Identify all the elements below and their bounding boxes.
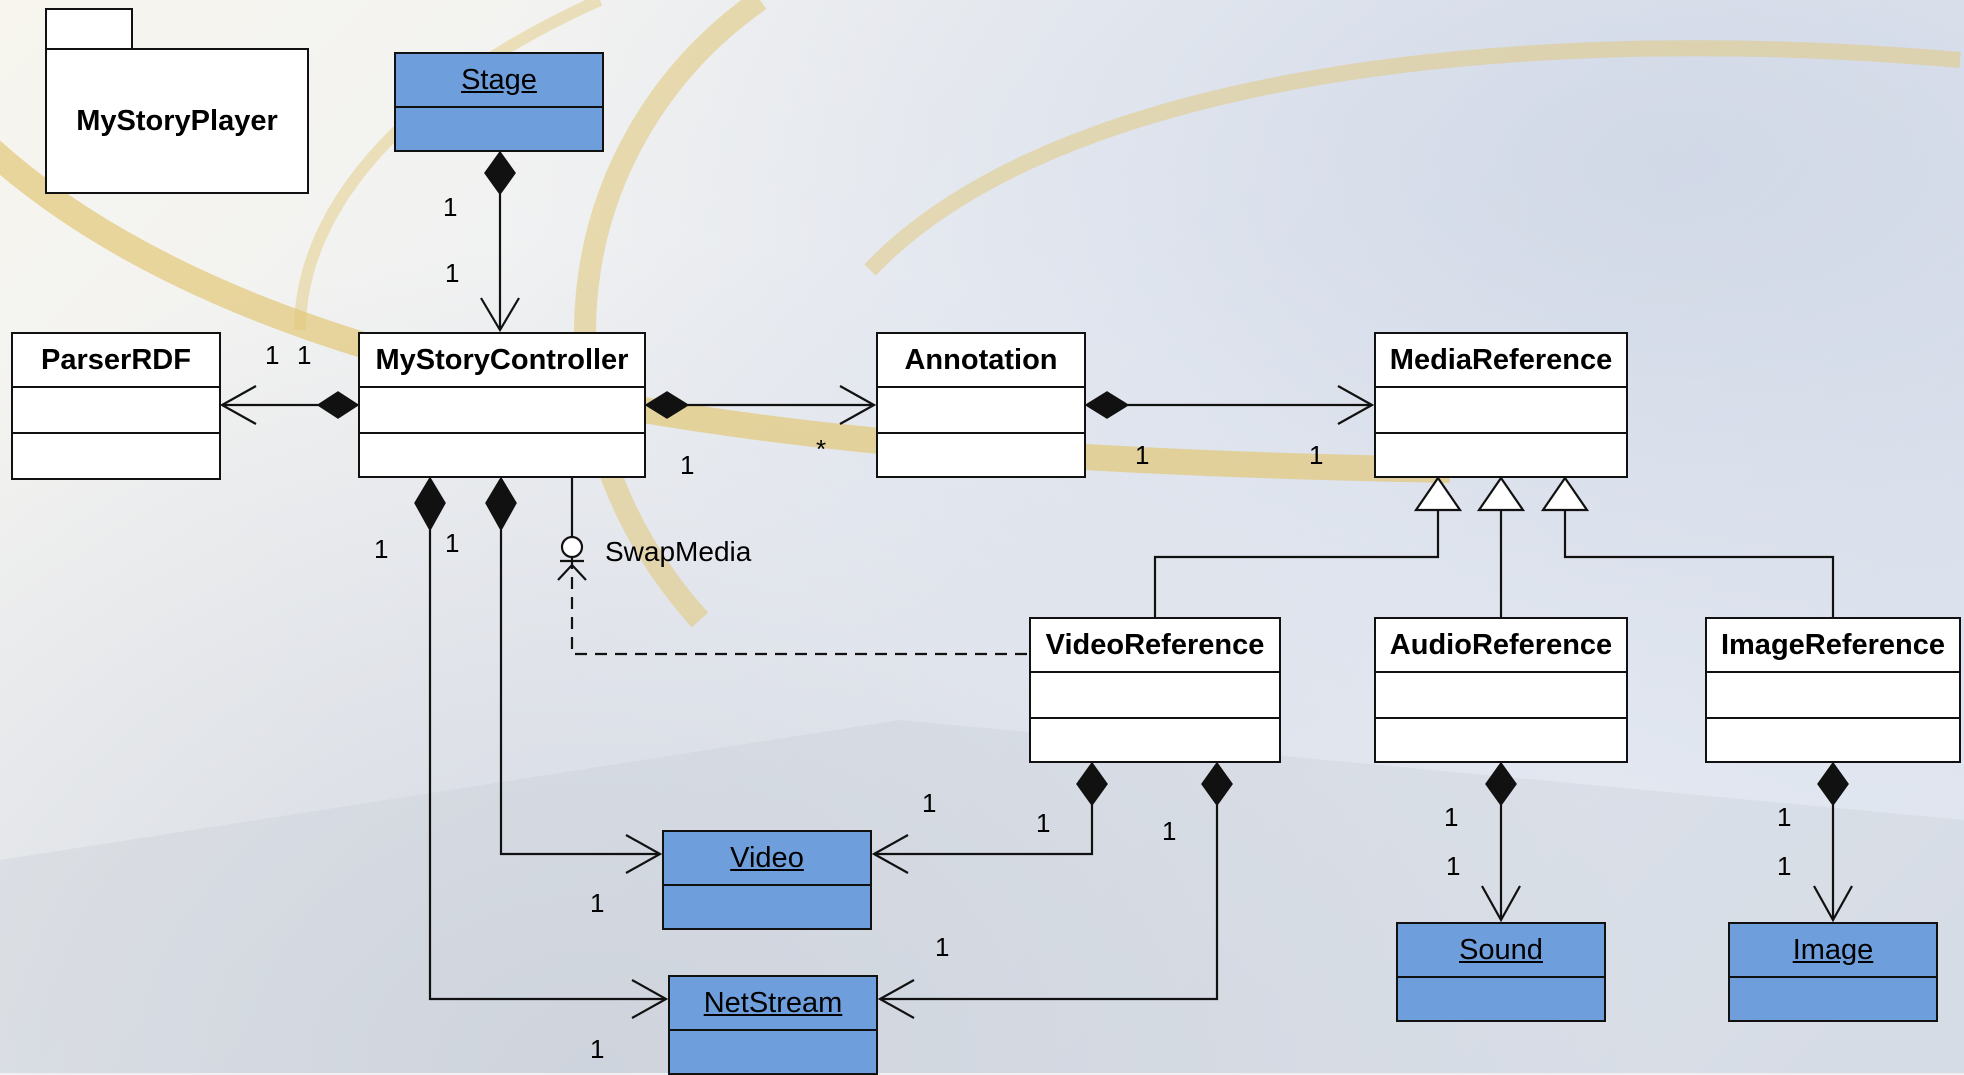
diamond-stage bbox=[484, 150, 516, 196]
mult-controller-annotation-src: 1 bbox=[680, 450, 695, 480]
class-mystorycontroller-attributes bbox=[360, 388, 644, 434]
triangle-imageref bbox=[1540, 476, 1590, 512]
diamond-audioref-sound bbox=[1485, 761, 1517, 807]
class-annotation-attributes bbox=[878, 388, 1084, 434]
mult-parser-left: 1 bbox=[265, 340, 280, 370]
object-netstream-name: NetStream bbox=[670, 977, 876, 1031]
arrowhead-mediareference bbox=[1337, 385, 1375, 425]
mult-controller-annotation-dst: * bbox=[816, 434, 827, 464]
diamond-videoref-netstream bbox=[1201, 761, 1233, 807]
diamond-controller-annotation bbox=[644, 391, 690, 419]
package-tab bbox=[45, 8, 133, 50]
arrowhead-controller-from-stage bbox=[480, 297, 520, 333]
mult-vref-netstream: 1 bbox=[1162, 816, 1177, 846]
class-mediareference-name: MediaReference bbox=[1376, 334, 1626, 388]
edge-imageref-inherit bbox=[1563, 510, 1835, 617]
mult-parser-right: 1 bbox=[297, 340, 312, 370]
edge-videoref-interface bbox=[570, 566, 1027, 656]
class-mediareference-attributes bbox=[1376, 388, 1626, 434]
class-videoreference-name: VideoReference bbox=[1031, 619, 1279, 673]
class-parserrdf[interactable]: ParserRDF bbox=[11, 332, 221, 480]
arrowhead-video-from-videoref bbox=[871, 834, 909, 874]
edge-controller-netstream bbox=[428, 530, 666, 1001]
mult-stage-bottom: 1 bbox=[445, 258, 460, 288]
edge-videoref-netstream bbox=[880, 805, 1219, 1001]
class-audioreference-attributes bbox=[1376, 673, 1626, 719]
class-parserrdf-name: ParserRDF bbox=[13, 334, 219, 388]
object-image-name: Image bbox=[1730, 924, 1936, 978]
object-sound-name: Sound bbox=[1398, 924, 1604, 978]
class-mediareference[interactable]: MediaReference bbox=[1374, 332, 1628, 478]
class-imagereference-attributes bbox=[1707, 673, 1959, 719]
arrowhead-annotation bbox=[839, 385, 877, 425]
class-mystorycontroller-name: MyStoryController bbox=[360, 334, 644, 388]
interface-swapmedia-label: SwapMedia bbox=[605, 536, 752, 567]
mult-image-src: 1 bbox=[1777, 802, 1792, 832]
object-video-name: Video bbox=[664, 832, 870, 886]
diamond-controller-netstream bbox=[414, 476, 446, 532]
mult-ctrl-netstream: 1 bbox=[374, 534, 389, 564]
package-name: MyStoryPlayer bbox=[76, 104, 278, 137]
diamond-controller-parser bbox=[316, 391, 360, 419]
object-stage[interactable]: Stage bbox=[394, 52, 604, 152]
class-audioreference-name: AudioReference bbox=[1376, 619, 1626, 673]
object-sound[interactable]: Sound bbox=[1396, 922, 1606, 1022]
class-videoreference[interactable]: VideoReference bbox=[1029, 617, 1281, 763]
triangle-videoref bbox=[1413, 476, 1463, 512]
arrowhead-sound bbox=[1481, 885, 1521, 923]
edge-videoref-video bbox=[874, 805, 1094, 856]
mult-annotation-media-dst: 1 bbox=[1309, 440, 1324, 470]
arrowhead-netstream-from-controller bbox=[631, 979, 669, 1019]
diamond-controller-video bbox=[485, 476, 517, 532]
mult-netstream-ctrl-dst: 1 bbox=[590, 1034, 605, 1064]
swapmedia-interface-icon bbox=[557, 535, 587, 581]
class-imagereference[interactable]: ImageReference bbox=[1705, 617, 1961, 763]
edge-controller-video bbox=[499, 530, 660, 856]
class-audioreference[interactable]: AudioReference bbox=[1374, 617, 1628, 763]
edge-videoref-inherit bbox=[1153, 510, 1440, 617]
mult-ctrl-video: 1 bbox=[445, 528, 460, 558]
class-annotation-name: Annotation bbox=[878, 334, 1084, 388]
object-video[interactable]: Video bbox=[662, 830, 872, 930]
mult-image-dst: 1 bbox=[1777, 851, 1792, 881]
arrowhead-image bbox=[1813, 885, 1853, 923]
arrowhead-parser bbox=[219, 385, 257, 425]
mult-sound-dst: 1 bbox=[1446, 851, 1461, 881]
mult-vref-video: 1 bbox=[1036, 808, 1051, 838]
object-stage-name: Stage bbox=[396, 54, 602, 108]
mult-video-dst: 1 bbox=[590, 888, 605, 918]
mult-sound-src: 1 bbox=[1444, 802, 1459, 832]
class-videoreference-attributes bbox=[1031, 673, 1279, 719]
diamond-imageref-image bbox=[1817, 761, 1849, 807]
class-imagereference-name: ImageReference bbox=[1707, 619, 1959, 673]
class-annotation[interactable]: Annotation bbox=[876, 332, 1086, 478]
triangle-audioref bbox=[1476, 476, 1526, 512]
package-mystoryplayer[interactable]: MyStoryPlayer bbox=[45, 48, 309, 194]
diamond-videoref-video bbox=[1076, 761, 1108, 807]
mult-vref-video-dst: 1 bbox=[922, 788, 937, 818]
object-image[interactable]: Image bbox=[1728, 922, 1938, 1022]
arrowhead-netstream-from-videoref bbox=[877, 979, 915, 1019]
class-mystorycontroller[interactable]: MyStoryController bbox=[358, 332, 646, 478]
class-parserrdf-attributes bbox=[13, 388, 219, 434]
diamond-annotation-media bbox=[1084, 391, 1130, 419]
mult-stage-top: 1 bbox=[443, 192, 458, 222]
mult-netstream-vref-dst: 1 bbox=[935, 932, 950, 962]
object-netstream[interactable]: NetStream bbox=[668, 975, 878, 1075]
arrowhead-video-from-controller bbox=[625, 834, 663, 874]
mult-annotation-media-src: 1 bbox=[1135, 440, 1150, 470]
